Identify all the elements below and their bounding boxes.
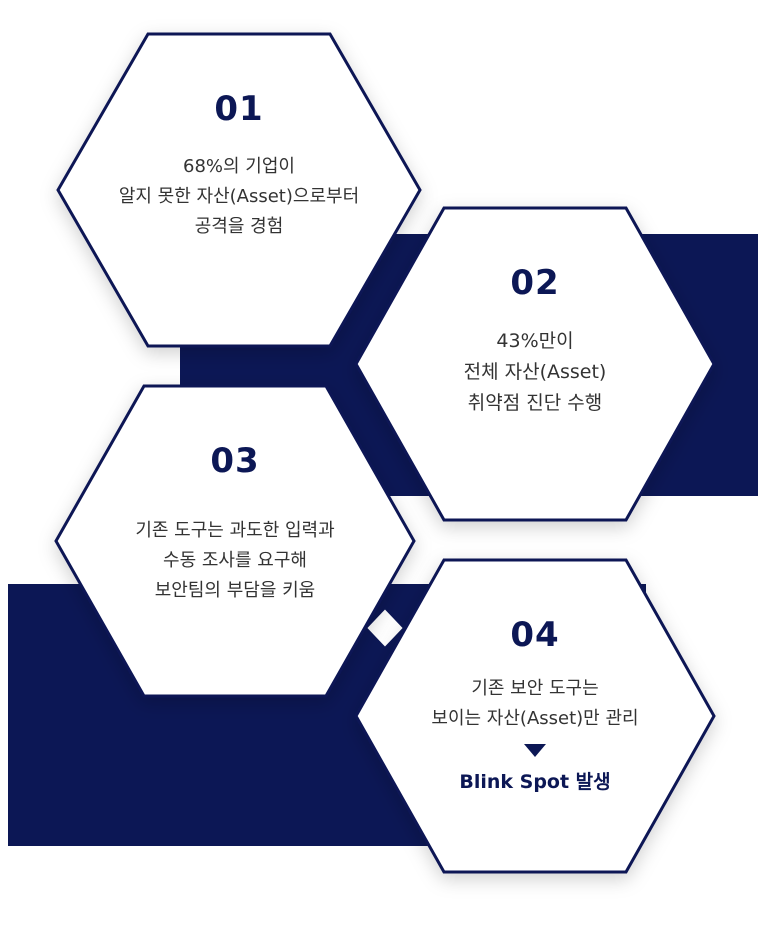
step-text-line: 43%만이	[496, 330, 574, 352]
step-text-line: 68%의 기업이	[183, 156, 295, 177]
step-number: 02	[510, 263, 560, 303]
hexagon-04-content: 04 기존 보안 도구는 보이는 자산(Asset)만 관리 Blink Spo…	[366, 618, 704, 795]
hexagon-01	[56, 32, 422, 348]
hexagon-02	[354, 206, 716, 522]
step-text-line: 공격을 경험	[194, 216, 284, 237]
hexagon-03	[54, 384, 416, 698]
step-number: 01	[214, 89, 264, 129]
step-text-line: 보이는 자산(Asset)만 관리	[431, 708, 639, 729]
hexagon-03-content: 03 기존 도구는 과도한 입력과 수동 조사를 요구해 보안팀의 부담을 키움	[66, 444, 404, 606]
step-text-line: 기존 도구는 과도한 입력과	[135, 520, 335, 541]
hexagon-02-content: 02 43%만이 전체 자산(Asset) 취약점 진단 수행	[366, 266, 704, 419]
step-text-line: 기존 보안 도구는	[471, 678, 599, 699]
step-highlight: Blink Spot 발생	[459, 771, 611, 793]
step-text-line: 수동 조사를 요구해	[163, 550, 307, 571]
connector-diamond	[364, 606, 406, 650]
step-number: 03	[210, 441, 260, 481]
step-text-line: 취약점 진단 수행	[467, 392, 603, 414]
step-text-line: 알지 못한 자산(Asset)으로부터	[118, 186, 360, 207]
hexagon-04	[354, 558, 716, 874]
hexagon-01-content: 01 68%의 기업이 알지 못한 자산(Asset)으로부터 공격을 경험	[68, 92, 410, 242]
step-number: 04	[510, 615, 560, 655]
step-text-line: 전체 자산(Asset)	[463, 361, 607, 383]
arrow-down-icon	[524, 744, 546, 757]
step-text-line: 보안팀의 부담을 키움	[154, 580, 316, 601]
